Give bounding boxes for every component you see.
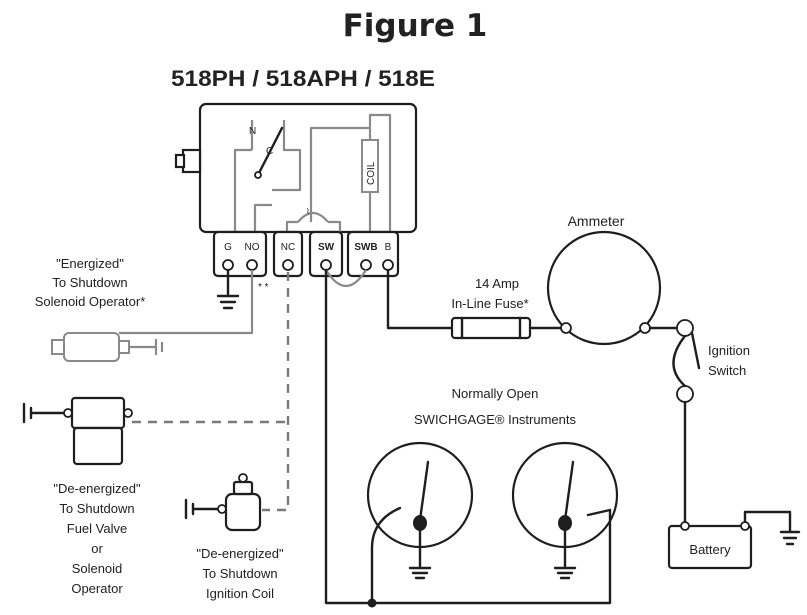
terminal-label-nc: NC: [281, 242, 295, 253]
energized-line2: To Shutdown: [52, 275, 127, 290]
fuel-line5: Solenoid: [72, 561, 123, 576]
fuel-line1: "De-energized": [53, 481, 141, 496]
terminal-label-swb: SWB: [354, 242, 377, 253]
ammeter: Ammeter: [546, 213, 662, 346]
terminal-label-g: G: [224, 242, 232, 253]
ignition-line1: "De-energized": [196, 546, 284, 561]
bus-junction: [367, 598, 377, 608]
deenergized-ignition-coil: "De-energized" To Shutdown Ignition Coil: [184, 473, 284, 601]
b-wire: [386, 268, 454, 330]
fuel-line2: To Shutdown: [59, 501, 134, 516]
instruments-line1: Normally Open: [452, 386, 539, 401]
inline-fuse: 14 Amp In-Line Fuse*: [450, 276, 532, 340]
fuel-line3: Fuel Valve: [67, 521, 127, 536]
ignition-line2: To Shutdown: [202, 566, 277, 581]
coil-label: COIL: [366, 161, 377, 185]
instruments-line2: SWICHGAGE® Instruments: [414, 412, 576, 427]
coil: COIL: [361, 139, 379, 193]
terminal-nc: NC: [281, 242, 295, 271]
no-wire: [119, 270, 254, 335]
ignition-switch-line2: Switch: [708, 363, 746, 378]
model-label: 518PH / 518APH / 518E: [171, 66, 435, 91]
terminal-label-sw: SW: [318, 242, 335, 253]
fuse-line2: In-Line Fuse*: [451, 296, 528, 311]
fuel-line6: Operator: [71, 581, 123, 596]
ammeter-label: Ammeter: [568, 213, 625, 229]
svg-text:⌇: ⌇: [306, 207, 310, 216]
terminal-label-b: B: [385, 242, 392, 253]
gauge-right: [511, 441, 619, 580]
switch-unit: N C COIL ⌇: [174, 102, 418, 244]
ignition-line3: Ignition Coil: [206, 586, 274, 601]
energized-solenoid: "Energized" To Shutdown Solenoid Operato…: [35, 256, 164, 362]
switch-label-c: C: [266, 146, 273, 157]
deenergized-fuel-valve: "De-energized" To Shutdown Fuel Valve or…: [22, 396, 141, 596]
sw-bus-wire: [324, 268, 612, 605]
terminal-strip: G NO NC SW SWB B * *: [212, 230, 400, 293]
battery: Battery: [667, 510, 801, 570]
ignition-switch-line1: Ignition: [708, 343, 750, 358]
ground-symbol-g: [216, 268, 240, 310]
figure-title: Figure 1: [343, 8, 488, 44]
nc-wire-main: [262, 272, 290, 512]
battery-label: Battery: [689, 542, 731, 557]
sw-swb-jumper: [325, 269, 367, 288]
energized-line3: Solenoid Operator*: [35, 294, 146, 309]
fuse-line1: 14 Amp: [475, 276, 519, 291]
terminal-note: * *: [258, 282, 269, 293]
terminal-label-no: NO: [245, 242, 260, 253]
ignition-switch: Ignition Switch: [672, 319, 750, 403]
switch-label-n: N: [249, 126, 256, 137]
gauge-left: [366, 441, 474, 580]
fuel-line4: or: [91, 541, 103, 556]
energized-line1: "Energized": [56, 256, 124, 271]
